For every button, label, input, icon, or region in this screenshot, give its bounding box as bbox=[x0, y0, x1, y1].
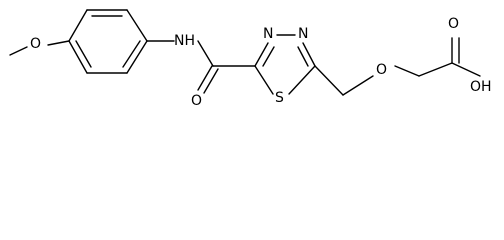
ch2-to-acid-carbon-bond bbox=[418, 62, 453, 77]
ring-n-to-c2-bond bbox=[254, 42, 269, 67]
ring-nitrogen-label-1: N bbox=[263, 26, 273, 42]
ch2-to-ether-oxygen-bond bbox=[342, 75, 374, 96]
benzene-ring bbox=[68, 9, 148, 74]
benzene-bond bbox=[68, 40, 88, 74]
nh-to-carbonyl-bond bbox=[197, 40, 214, 67]
ring-c5-to-n-bond bbox=[302, 42, 316, 67]
ring-nitrogen-label-2: N bbox=[298, 26, 308, 42]
chemical-structure-diagram: O NH O N N S O O OH bbox=[0, 0, 504, 110]
benzene-bond bbox=[126, 9, 148, 42]
oxygen-to-ring-bond bbox=[47, 40, 70, 46]
ring-double-bond bbox=[297, 46, 309, 67]
benzene-bond bbox=[68, 9, 88, 42]
methyl-to-oxygen-bond bbox=[9, 46, 28, 56]
ether-oxygen-label: O bbox=[376, 62, 387, 78]
ring-double-bond bbox=[262, 46, 275, 67]
amide-nh-label: NH bbox=[174, 33, 195, 49]
methoxy-oxygen-label: O bbox=[30, 36, 41, 52]
benzene-inner-double-bond bbox=[75, 40, 92, 68]
carbonyl-double-bond bbox=[197, 65, 213, 91]
thiadiazole-ring bbox=[254, 34, 316, 95]
ring-c2-to-s-bond bbox=[254, 65, 274, 95]
ring-s-to-c5-bond bbox=[288, 65, 316, 95]
ether-oxygen-to-ch2-bond bbox=[394, 65, 420, 77]
carbonyl-double-bond bbox=[203, 68, 219, 94]
ring-sulfur-label: S bbox=[275, 90, 284, 106]
acid-hydroxyl-label: OH bbox=[470, 79, 492, 95]
structure-svg: O NH O N N S O O OH bbox=[9, 9, 492, 109]
acid-c-to-oh-bond bbox=[451, 62, 481, 77]
thiadiazole-to-ch2-bond bbox=[314, 65, 344, 96]
acid-oxygen-label: O bbox=[448, 16, 459, 32]
benzene-bond bbox=[126, 40, 148, 74]
carbonyl-oxygen-label: O bbox=[191, 93, 202, 109]
benzene-inner-double-bond bbox=[122, 40, 141, 68]
